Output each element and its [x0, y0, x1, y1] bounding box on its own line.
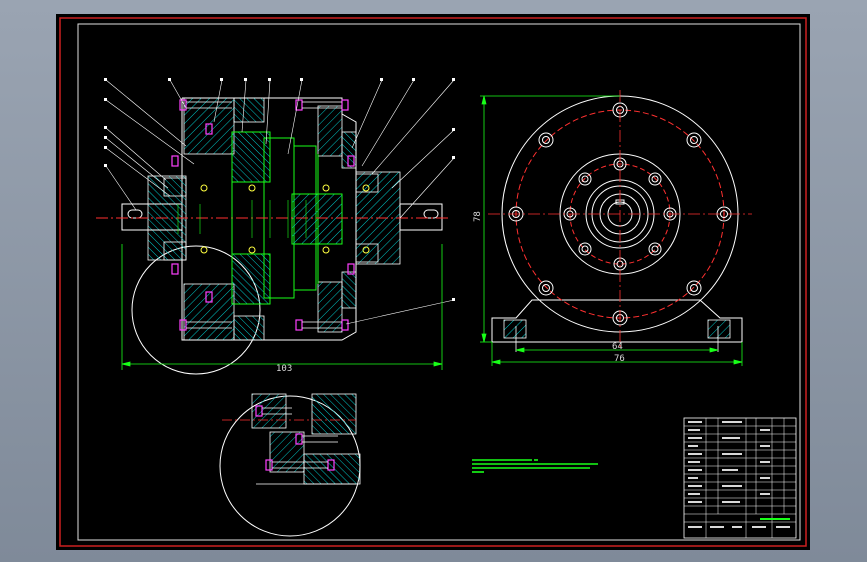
dim-height: 78: [473, 211, 483, 222]
inner-frame: [77, 23, 801, 541]
section-view: 103: [96, 78, 455, 375]
dim-base-inner-width: 64: [612, 342, 623, 352]
end-view: 78 64 76: [473, 90, 752, 366]
technical-notes: [472, 459, 598, 473]
outer-frame: [59, 17, 807, 547]
dim-base-outer-width: 76: [614, 354, 625, 364]
title-block: [683, 417, 797, 539]
drawing-canvas: 103: [59, 17, 807, 547]
drawing-sheet[interactable]: 103: [56, 14, 810, 550]
detail-view: [219, 393, 361, 537]
dim-overall-length: 103: [276, 364, 292, 374]
